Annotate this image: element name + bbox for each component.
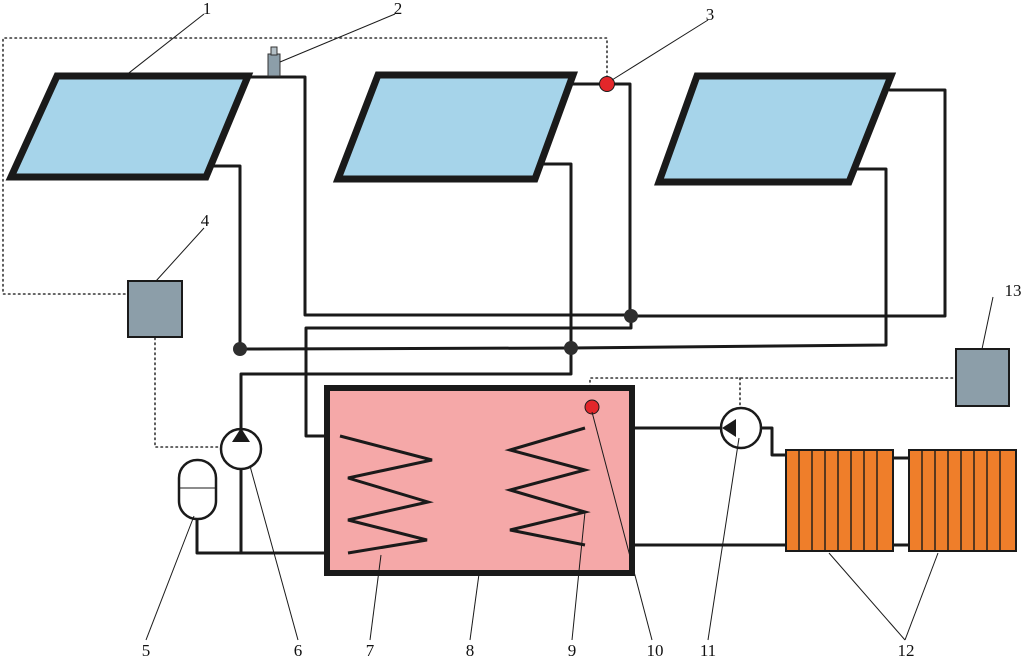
expansion-vessel	[177, 458, 218, 521]
label-11: 11	[700, 641, 716, 659]
radiator-right	[908, 449, 1017, 552]
label-5: 5	[142, 641, 151, 659]
label-4: 4	[201, 211, 210, 230]
pipe-junctions	[233, 309, 638, 356]
label-9: 9	[568, 641, 577, 659]
collector-panel	[5, 72, 254, 181]
heating-heat-exchanger-coil	[504, 426, 591, 547]
label-10: 10	[647, 641, 664, 659]
solar-circulation-pump	[219, 427, 263, 471]
solar-heat-exchanger-coil	[339, 434, 434, 555]
label-8: 8	[466, 641, 475, 659]
label-7: 7	[366, 641, 375, 659]
solar-controller	[127, 280, 183, 338]
solar-collector-2	[332, 71, 579, 183]
solar-collector-3	[654, 72, 897, 186]
tank-temperature-sensor	[584, 399, 600, 415]
label-3: 3	[706, 5, 715, 24]
callout-leaders	[124, 13, 994, 641]
collector-panel	[332, 71, 579, 183]
label-12: 12	[898, 641, 915, 659]
radiator-left	[785, 449, 894, 552]
heating-controller	[955, 348, 1010, 407]
label-1: 1	[203, 0, 212, 18]
label-13: 13	[1005, 281, 1022, 300]
label-6: 6	[294, 641, 303, 659]
storage-tank	[324, 385, 635, 576]
collector-panel	[654, 72, 897, 186]
air-vent	[267, 46, 281, 77]
heating-circulation-pump	[719, 406, 763, 450]
callout-numbers: 1 2 3 4 13 5 6 7 8 9 10 11 12	[142, 0, 1022, 659]
label-2: 2	[394, 0, 403, 18]
solar-collector-1	[5, 72, 254, 181]
collector-temperature-sensor	[599, 76, 615, 92]
